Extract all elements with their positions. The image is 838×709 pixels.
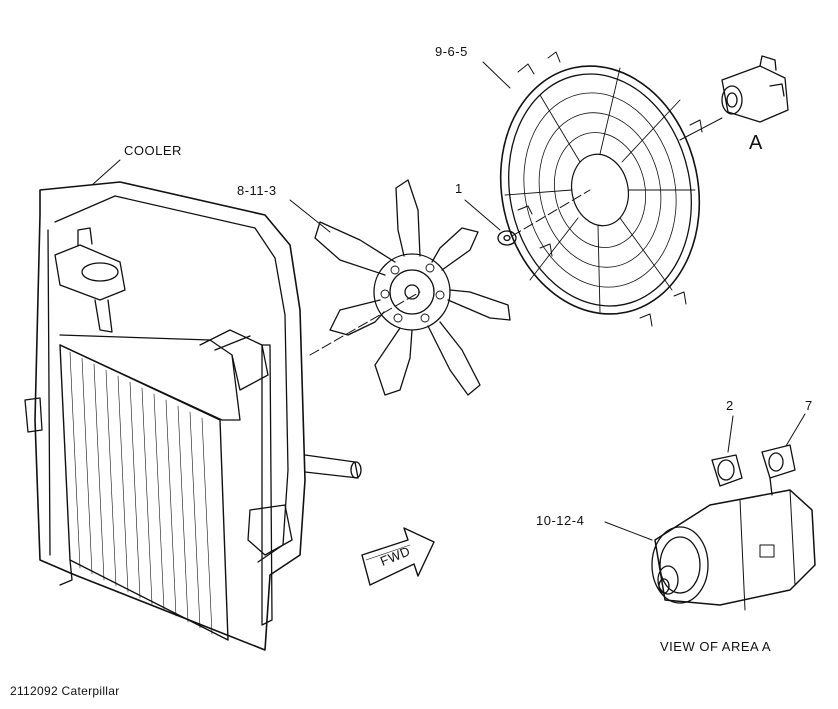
fan-blade <box>289 179 511 396</box>
fan-blade-label: 8-11-3 <box>237 183 277 198</box>
cooler-assembly <box>24 159 362 651</box>
motor-area-a <box>721 55 789 123</box>
area-a-marker: A <box>749 132 763 154</box>
hub-label: 1 <box>455 181 463 196</box>
pump-motor-label: 10-12-4 <box>536 513 585 528</box>
hub <box>464 199 517 246</box>
cooler-label: COOLER <box>124 143 182 158</box>
pump-motor <box>604 413 816 611</box>
fan-guard <box>309 51 723 356</box>
footer-caption: 2112092 Caterpillar <box>10 684 120 698</box>
fitting-label: 7 <box>805 398 813 413</box>
view-caption: VIEW OF AREA A <box>660 639 772 654</box>
fwd-arrow <box>361 527 435 586</box>
fan-guard-label: 9-6-5 <box>435 44 468 59</box>
sensor-label: 2 <box>726 398 734 413</box>
